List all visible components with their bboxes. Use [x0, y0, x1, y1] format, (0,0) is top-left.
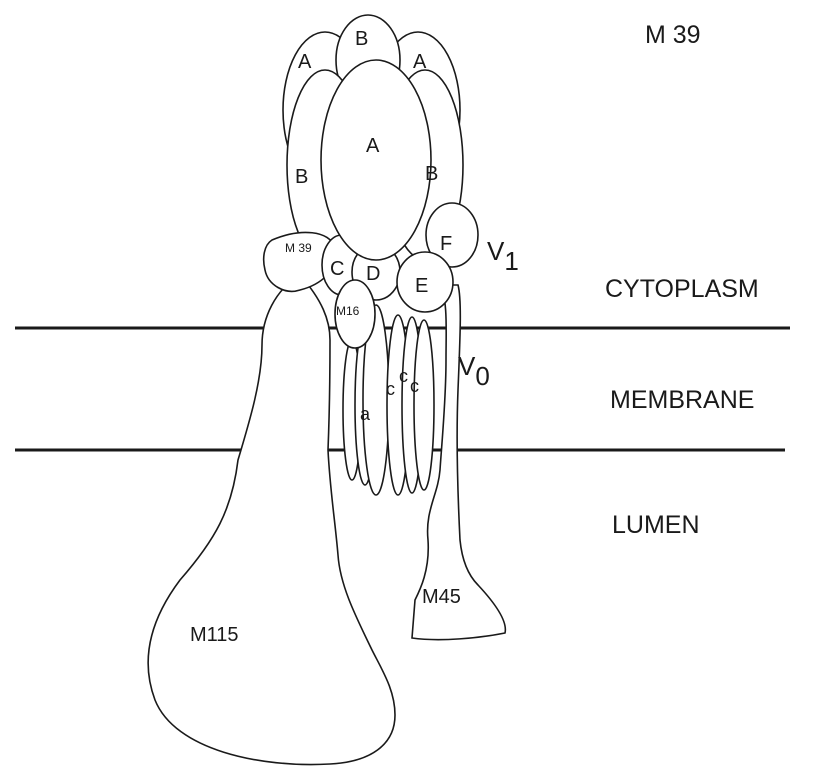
label-a-top-right: A [413, 51, 427, 73]
label-b-left: B [295, 166, 308, 188]
label-a-lower: a [360, 404, 371, 424]
subunit-a-center [321, 60, 431, 260]
corner-label-m39: M 39 [645, 21, 701, 49]
region-lumen: LUMEN [612, 511, 700, 539]
label-m115: M115 [190, 624, 239, 646]
label-a-center: A [366, 135, 380, 157]
label-d: D [366, 263, 380, 285]
label-e: E [415, 275, 428, 297]
region-cytoplasm: CYTOPLASM [605, 275, 759, 303]
label-c-small-3: c [410, 376, 419, 396]
label-m16: M16 [336, 304, 360, 318]
label-m39: M 39 [285, 241, 312, 255]
label-m45: M45 [422, 586, 461, 608]
label-v1: V1 [487, 236, 519, 276]
label-a-top-left: A [298, 51, 312, 73]
c-ring-segment [414, 320, 434, 490]
label-v0: V0 [458, 351, 490, 391]
label-c-small-1: c [386, 379, 395, 399]
region-membrane: MEMBRANE [610, 386, 754, 414]
label-c-small-2: c [399, 366, 408, 386]
label-f: F [440, 233, 452, 255]
label-c-upper: C [330, 258, 344, 280]
label-b-right: B [425, 163, 438, 185]
label-b-top: B [355, 28, 368, 50]
